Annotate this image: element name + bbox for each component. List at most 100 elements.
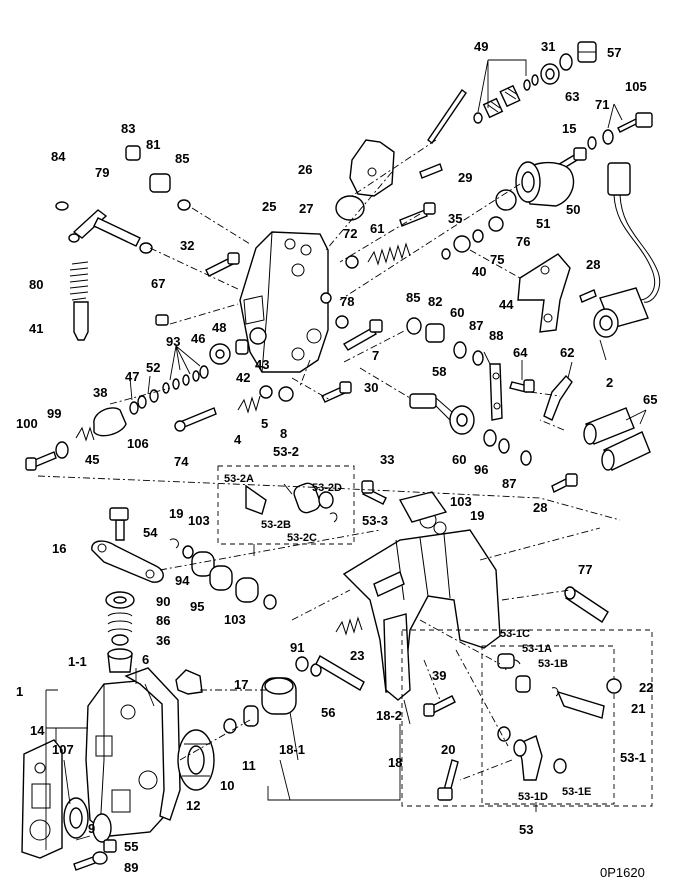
label-72: 72 xyxy=(343,226,357,241)
label-31: 31 xyxy=(541,39,555,54)
label-53-1: 53-1 xyxy=(620,750,646,765)
label-79: 79 xyxy=(95,165,109,180)
label-67: 67 xyxy=(151,276,165,291)
label-84: 84 xyxy=(51,149,66,164)
label-18-1: 18-1 xyxy=(279,742,305,757)
label-90: 90 xyxy=(156,594,170,609)
label-35: 35 xyxy=(448,211,462,226)
label-77: 77 xyxy=(578,562,592,577)
label-21: 21 xyxy=(631,701,645,716)
label-52: 52 xyxy=(146,360,160,375)
label-29: 29 xyxy=(458,170,472,185)
label-89: 89 xyxy=(124,860,138,875)
label-40: 40 xyxy=(472,264,486,279)
label-71: 71 xyxy=(595,97,609,112)
label-20: 20 xyxy=(441,742,455,757)
label-103c: 103 xyxy=(224,612,246,627)
label-5: 5 xyxy=(261,416,268,431)
label-95: 95 xyxy=(190,599,204,614)
label-106: 106 xyxy=(127,436,149,451)
label-56: 56 xyxy=(321,705,335,720)
label-46: 46 xyxy=(191,331,205,346)
label-86: 86 xyxy=(156,613,170,628)
label-105: 105 xyxy=(625,79,647,94)
label-26: 26 xyxy=(298,162,312,177)
label-53: 53 xyxy=(519,822,533,837)
label-41: 41 xyxy=(29,321,43,336)
label-75: 75 xyxy=(490,252,504,267)
label-61: 61 xyxy=(370,221,384,236)
label-91: 91 xyxy=(290,640,304,655)
label-74: 74 xyxy=(174,454,189,469)
label-94: 94 xyxy=(175,573,190,588)
drawing-code: 0P1620 xyxy=(600,865,645,880)
label-17: 17 xyxy=(234,677,248,692)
label-23: 23 xyxy=(350,648,364,663)
label-53-1b: 53-1B xyxy=(538,658,568,670)
label-11: 11 xyxy=(242,758,256,773)
label-53-1d: 53-1D xyxy=(518,791,548,803)
label-82: 82 xyxy=(428,294,442,309)
label-32: 32 xyxy=(180,238,194,253)
label-78: 78 xyxy=(340,294,354,309)
label-22: 22 xyxy=(639,680,653,695)
label-49: 49 xyxy=(474,39,488,54)
label-80: 80 xyxy=(29,277,43,292)
label-48: 48 xyxy=(212,320,226,335)
callout-labels: 49 31 57 63 105 71 15 83 81 84 85 79 26 … xyxy=(16,39,657,880)
label-96: 96 xyxy=(474,462,488,477)
label-100: 100 xyxy=(16,416,38,431)
label-60a: 60 xyxy=(450,305,464,320)
label-10: 10 xyxy=(220,778,234,793)
parts-drawing-top xyxy=(25,41,660,493)
label-19b: 19 xyxy=(470,508,484,523)
label-8: 8 xyxy=(280,426,287,441)
label-53-2d: 53-2D xyxy=(312,482,342,494)
label-53-2c: 53-2C xyxy=(287,532,317,544)
label-9: 9 xyxy=(88,821,95,836)
label-38: 38 xyxy=(93,385,107,400)
label-85b: 85 xyxy=(406,290,420,305)
label-83: 83 xyxy=(121,121,135,136)
label-58a: 58 xyxy=(432,364,446,379)
label-7: 7 xyxy=(372,348,379,363)
label-44: 44 xyxy=(499,297,514,312)
label-53-1e: 53-1E xyxy=(562,786,591,798)
label-81: 81 xyxy=(146,137,160,152)
label-87a: 87 xyxy=(469,318,483,333)
label-18-2: 18-2 xyxy=(376,708,402,723)
label-19a: 19 xyxy=(169,506,183,521)
label-64: 64 xyxy=(513,345,528,360)
label-57: 57 xyxy=(607,45,621,60)
label-99: 99 xyxy=(47,406,61,421)
label-47: 47 xyxy=(125,369,139,384)
label-36: 36 xyxy=(156,633,170,648)
assembly-lines xyxy=(37,59,647,850)
label-50: 50 xyxy=(566,202,580,217)
label-53-1c: 53-1C xyxy=(500,628,530,640)
label-53-2b: 53-2B xyxy=(261,519,291,531)
label-51: 51 xyxy=(536,216,550,231)
label-4: 4 xyxy=(234,432,242,447)
label-93: 93 xyxy=(166,334,180,349)
label-88: 88 xyxy=(489,328,503,343)
label-1-1: 1-1 xyxy=(68,654,87,669)
label-33: 33 xyxy=(380,452,394,467)
label-107: 107 xyxy=(52,742,74,757)
label-1: 1 xyxy=(16,684,23,699)
label-12: 12 xyxy=(186,798,200,813)
label-103b: 103 xyxy=(188,513,210,528)
label-65: 65 xyxy=(643,392,657,407)
label-25: 25 xyxy=(262,199,276,214)
label-53-3: 53-3 xyxy=(362,513,388,528)
label-15: 15 xyxy=(562,121,576,136)
label-16: 16 xyxy=(52,541,66,556)
label-87b: 87 xyxy=(502,476,516,491)
label-39: 39 xyxy=(432,668,446,683)
label-42: 42 xyxy=(236,370,250,385)
label-27: 27 xyxy=(299,201,313,216)
label-30: 30 xyxy=(364,380,378,395)
label-85a: 85 xyxy=(175,151,189,166)
label-14: 14 xyxy=(30,723,45,738)
